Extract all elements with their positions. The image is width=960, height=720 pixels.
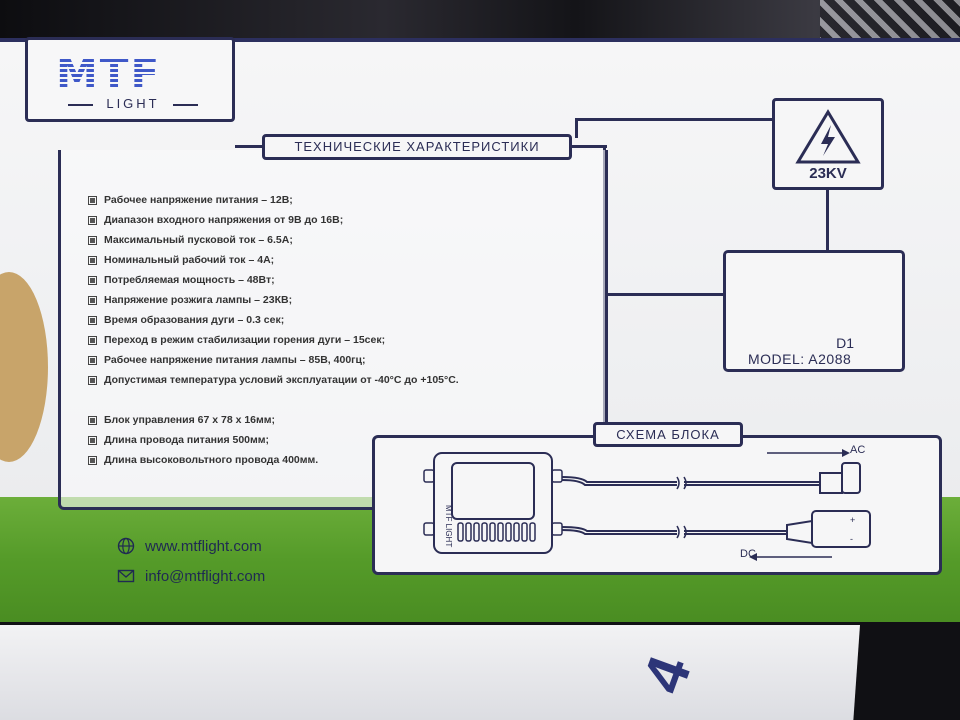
spec-item: Переход в режим стабилизации горения дуг…: [88, 330, 459, 350]
spec-item: Номинальный рабочий ток – 4А;: [88, 250, 459, 270]
spec-item: Потребляемая мощность – 48Вт;: [88, 270, 459, 290]
paper-sheet: [0, 625, 861, 720]
spec-item: Длина высоковольтного провода 400мм.: [88, 450, 318, 470]
svg-text:+: +: [850, 515, 855, 525]
website-text: www.mtflight.com: [145, 537, 262, 555]
spec-item: Напряжение розжига лампы – 23КВ;: [88, 290, 459, 310]
specs-list: Рабочее напряжение питания – 12В; Диапаз…: [88, 190, 459, 390]
high-voltage-box: 23KV: [772, 98, 884, 190]
logo-subtitle: LIGHT: [68, 96, 198, 111]
mtf-logo: MTF LIGHT: [25, 37, 235, 122]
background-fabric: [820, 0, 960, 45]
unit-label: MTF LIGHT: [444, 505, 453, 547]
dc-label: DC: [740, 548, 756, 560]
spec-item: Блок управления 67 х 78 х 16мм;: [88, 410, 318, 430]
logo-brand: MTF: [56, 49, 162, 98]
ac-label: AC: [850, 444, 866, 456]
email-text: info@mtflight.com: [145, 567, 266, 585]
spec-item: Диапазон входного напряжения от 9В до 16…: [88, 210, 459, 230]
connector-line: [575, 118, 773, 121]
globe-icon: [117, 537, 135, 555]
scheme-diagram: MTF LIGHT + -: [423, 449, 871, 561]
spec-item: Время образования дуги – 0.3 сек;: [88, 310, 459, 330]
spec-item: Допустимая температура условий эксплуата…: [88, 370, 459, 390]
specs-title: ТЕХНИЧЕСКИЕ ХАРАКТЕРИСТИКИ: [262, 134, 572, 160]
connector-line: [235, 145, 265, 148]
connector-line: [605, 293, 723, 296]
spec-item: Длина провода питания 500мм;: [88, 430, 318, 450]
spec-item: Рабочее напряжение питания – 12В;: [88, 190, 459, 210]
dimensions-list: Блок управления 67 х 78 х 16мм; Длина пр…: [88, 410, 318, 470]
svg-text:-: -: [850, 534, 853, 544]
website-contact: www.mtflight.com: [117, 537, 262, 555]
scheme-title: СХЕМА БЛОКА: [593, 422, 743, 447]
connector-line: [826, 190, 829, 250]
connector-line: [575, 118, 578, 138]
module-d1: D1: [836, 335, 854, 351]
module-model: MODEL: A2088: [748, 351, 852, 367]
module-box: D1 MODEL: A2088: [723, 250, 905, 372]
connector-line: [572, 145, 607, 148]
spec-item: Максимальный пусковой ток – 6.5А;: [88, 230, 459, 250]
high-voltage-icon: [795, 109, 861, 164]
email-contact: info@mtflight.com: [117, 567, 265, 585]
spec-item: Рабочее напряжение питания лампы – 85В, …: [88, 350, 459, 370]
voltage-label: 23KV: [809, 165, 847, 182]
tan-circle: [0, 272, 48, 462]
mail-icon: [117, 569, 135, 583]
